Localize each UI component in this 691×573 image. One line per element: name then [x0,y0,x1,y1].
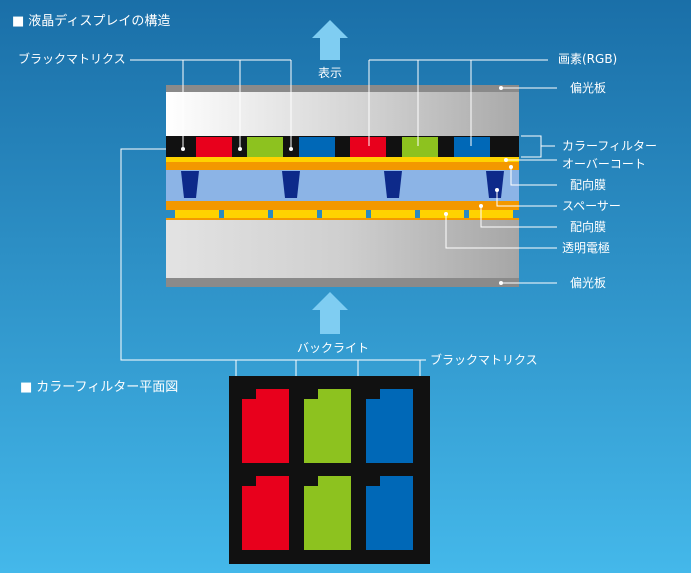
polarizer-bottom [166,278,519,287]
label-display: 表示 [318,66,342,80]
alignment-layer-top [166,162,519,170]
electrode-segment [273,210,317,219]
leader-dot [499,281,503,285]
plan-subpixel-red [242,389,289,463]
leader-black-matrix [130,59,292,149]
label-polarizer-top: 偏光板 [570,80,606,95]
alignment-layer-bottom [166,201,519,210]
label-polarizer-bottom: 偏光板 [570,275,606,290]
leader-transparent-electrode [445,214,557,249]
color-filter-cells [196,137,490,157]
cf-cell-green [247,137,283,157]
plan-subpixel-green [304,389,351,463]
electrode-segment [371,210,415,219]
label-alignment-top: 配向膜 [570,177,606,192]
cf-cell-green [402,137,438,157]
electrode-segment [175,210,219,219]
leader-spacer [496,190,557,207]
spacer-shape [181,171,199,198]
section-title-filter-plan: ■カラーフィルター平面図 [20,380,178,395]
electrode-segment [469,210,513,219]
leader-dot [499,86,503,90]
label-black-matrix-plan: ブラックマトリクス [430,352,538,367]
backlight-arrow-icon [312,292,348,334]
glass-bottom [166,220,519,278]
leader-dot [444,212,448,216]
color-filter-plan-cells [242,389,413,550]
leader-dot [181,147,185,151]
label-black-matrix-top: ブラックマトリクス [18,51,126,66]
label-alignment-bottom: 配向膜 [570,219,606,234]
cf-cell-red [196,137,232,157]
section-title-structure: ■液晶ディスプレイの構造 [12,13,170,29]
polarizer-top [166,85,519,92]
plan-subpixel-blue [366,389,413,463]
leader-pixel-rgb [368,59,548,146]
leader-alignment-bottom [480,206,557,228]
label-spacer: スペーサー [562,199,621,213]
leader-color-filter [521,135,555,158]
leader-dot [289,147,293,151]
electrode-segment [322,210,366,219]
spacer-shape [486,171,504,198]
overcoat-layer [166,157,519,162]
cf-cell-blue [454,137,490,157]
glass-top [166,92,519,136]
plan-subpixel-blue [366,476,413,550]
label-color-filter: カラーフィルター [562,139,657,153]
liquid-crystal-layer [166,170,519,201]
electrode-segment [224,210,268,219]
spacers [181,171,504,198]
lcd-cross-section [166,85,519,287]
electrode-base [166,218,519,220]
spacer-shape [384,171,402,198]
leader-dot [479,204,483,208]
display-arrow-icon [312,20,348,60]
electrode-segment [420,210,464,219]
label-transparent-electrode: 透明電極 [562,240,610,255]
plan-subpixel-green [304,476,351,550]
cf-cell-blue [299,137,335,157]
leader-alignment-top [510,167,557,186]
cf-cell-red [350,137,386,157]
leader-dot [509,165,513,169]
leader-dot [495,188,499,192]
transparent-electrodes [166,210,519,220]
leader-dot [504,158,508,162]
plan-subpixel-red [242,476,289,550]
label-pixel-rgb: 画素(RGB) [558,52,617,66]
spacer-shape [282,171,300,198]
leader-dot [238,147,242,151]
label-backlight: バックライト [297,341,369,355]
label-overcoat: オーバーコート [562,157,646,171]
